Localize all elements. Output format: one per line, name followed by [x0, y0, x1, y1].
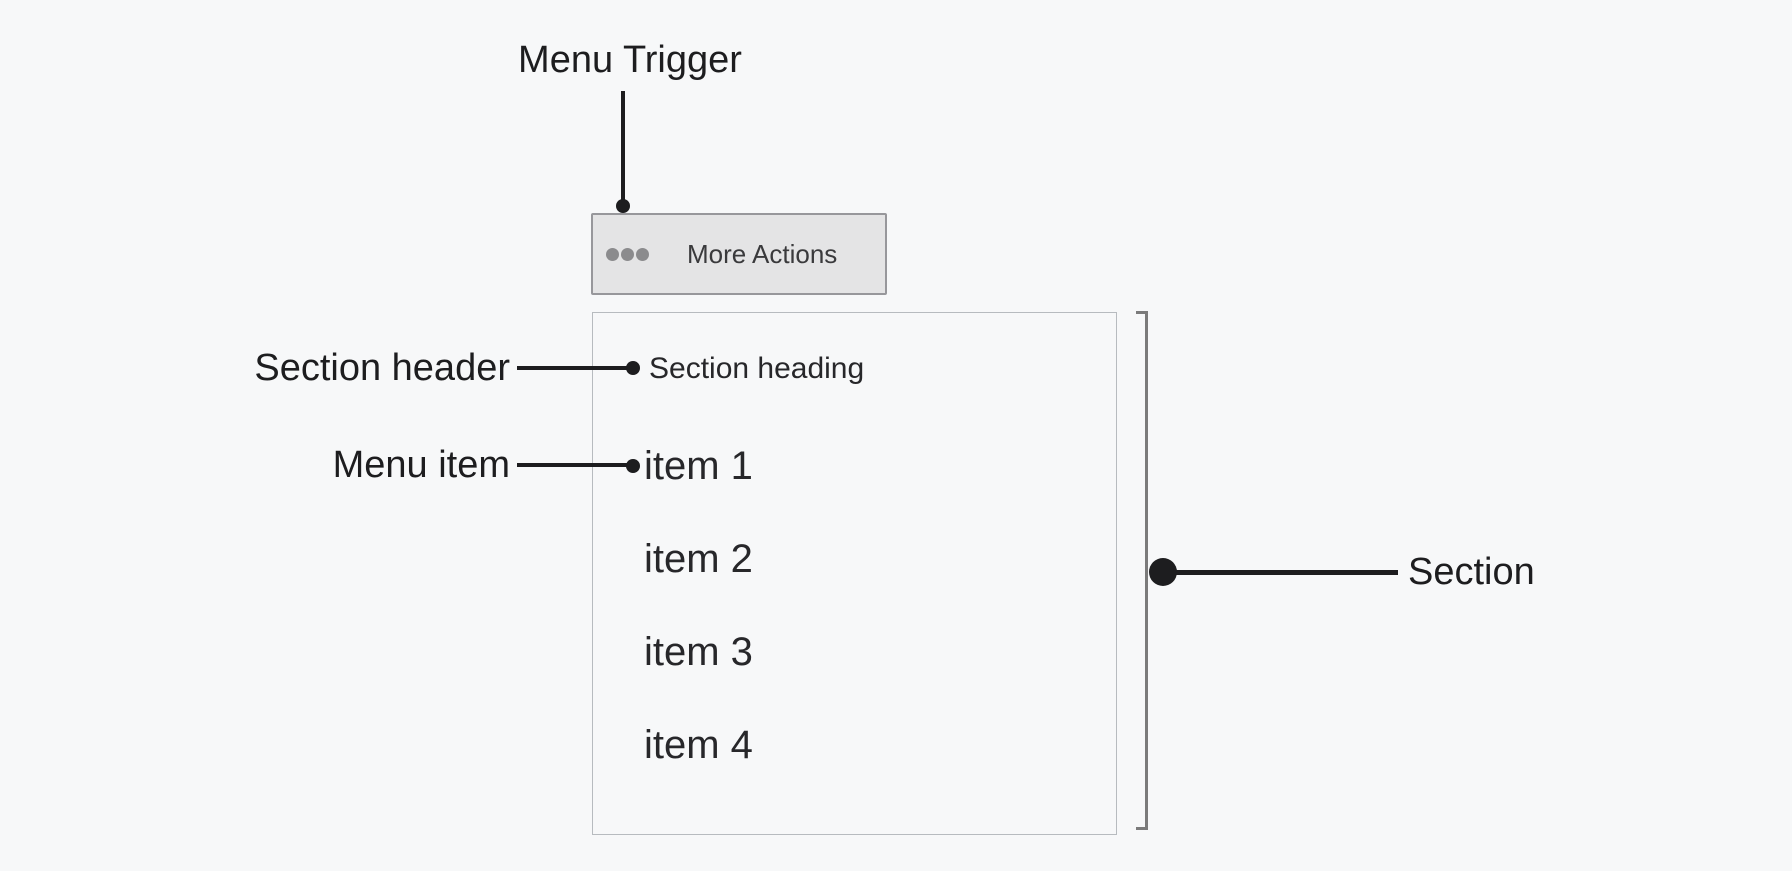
- annotation-section-label: Section: [1408, 551, 1535, 593]
- ellipsis-icon: [606, 247, 649, 261]
- menu-panel: Section heading item 1 item 2 item 3 ite…: [592, 312, 1117, 835]
- annotation-section-line: [1163, 570, 1398, 575]
- annotation-menu-item-line: [517, 463, 629, 467]
- more-actions-button-label: More Actions: [687, 238, 838, 269]
- annotation-section-header-label: Section header: [254, 347, 510, 389]
- annotation-section-header-dot: [626, 361, 640, 375]
- menu-item-2[interactable]: item 2: [644, 537, 753, 581]
- section-bracket: [1136, 311, 1148, 830]
- menu-item-4[interactable]: item 4: [644, 723, 753, 767]
- menu-item-3[interactable]: item 3: [644, 630, 753, 674]
- annotation-menu-trigger-line: [621, 91, 625, 203]
- annotation-section-header-line: [517, 366, 629, 370]
- menu-section-heading: Section heading: [649, 352, 865, 385]
- annotation-menu-trigger-dot: [616, 199, 630, 213]
- more-actions-button[interactable]: More Actions: [591, 213, 887, 295]
- menu-item-1[interactable]: item 1: [644, 444, 753, 488]
- annotation-menu-item-label: Menu item: [332, 444, 510, 486]
- annotation-menu-item-dot: [626, 459, 640, 473]
- annotation-menu-trigger-label: Menu Trigger: [518, 39, 742, 81]
